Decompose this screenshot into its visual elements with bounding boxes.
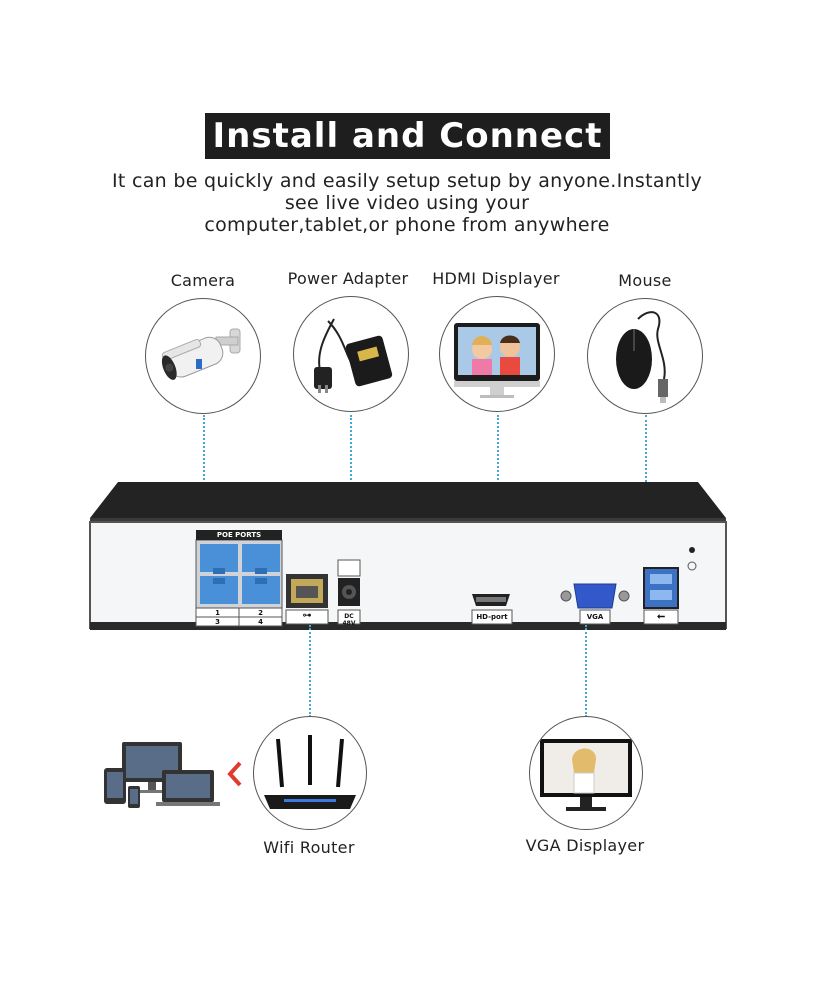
usb-symbol-icon: ⭠ (657, 611, 665, 622)
mouse-circle (587, 298, 703, 414)
poe-port-4-label: 4 (258, 618, 263, 626)
hdmi-displayer-label: HDMI Displayer (432, 269, 560, 288)
poe-port-1-label: 1 (215, 609, 220, 617)
subtitle-line-3: computer,tablet,or phone from anywhere (204, 214, 610, 236)
monitor-icon (454, 323, 540, 398)
power-adapter-label: Power Adapter (287, 269, 409, 288)
subtitle: It can be quickly and easily setup setup… (60, 170, 754, 236)
vga-monitor-icon (540, 739, 632, 811)
nvr-body (89, 482, 727, 630)
wifi-router-circle (253, 716, 367, 830)
power-adapter-circle (293, 296, 409, 412)
poe-ports-label: POE PORTS (216, 531, 262, 539)
router-icon (264, 735, 356, 809)
hdmi-displayer-circle (439, 296, 555, 412)
nvr-device: POE PORTS 1 2 3 4 DC 48V HD-port VGA ⭠ ⊶ (88, 482, 728, 632)
camera-circle (145, 298, 261, 414)
camera-connector-line (203, 415, 205, 540)
vga-displayer-circle (529, 716, 643, 830)
camera-label: Camera (170, 271, 236, 290)
devices-icon (104, 742, 220, 808)
subtitle-line-1: It can be quickly and easily setup setup… (112, 170, 702, 192)
wifi-router-label: Wifi Router (263, 838, 355, 857)
mouse-label: Mouse (618, 271, 672, 290)
router-connector-line (309, 625, 311, 717)
power-adapter-icon (314, 318, 393, 393)
hd-port-label: HD-port (476, 613, 508, 621)
camera-icon (161, 328, 241, 380)
dc-port-label: DC 48V (342, 613, 356, 627)
vga-displayer-label: VGA Displayer (525, 836, 645, 855)
page-title: Install and Connect (205, 113, 610, 159)
client-devices (104, 740, 222, 812)
poe-port-3-label: 3 (215, 618, 220, 626)
subtitle-line-2: see live video using your (284, 192, 530, 214)
mouse-icon (616, 311, 668, 403)
vga-port-label: VGA (586, 613, 604, 621)
arrow-left-icon (226, 761, 244, 787)
lan-symbol-icon: ⊶ (302, 611, 312, 621)
poe-port-2-label: 2 (258, 609, 263, 617)
vga-connector-line (585, 625, 587, 717)
